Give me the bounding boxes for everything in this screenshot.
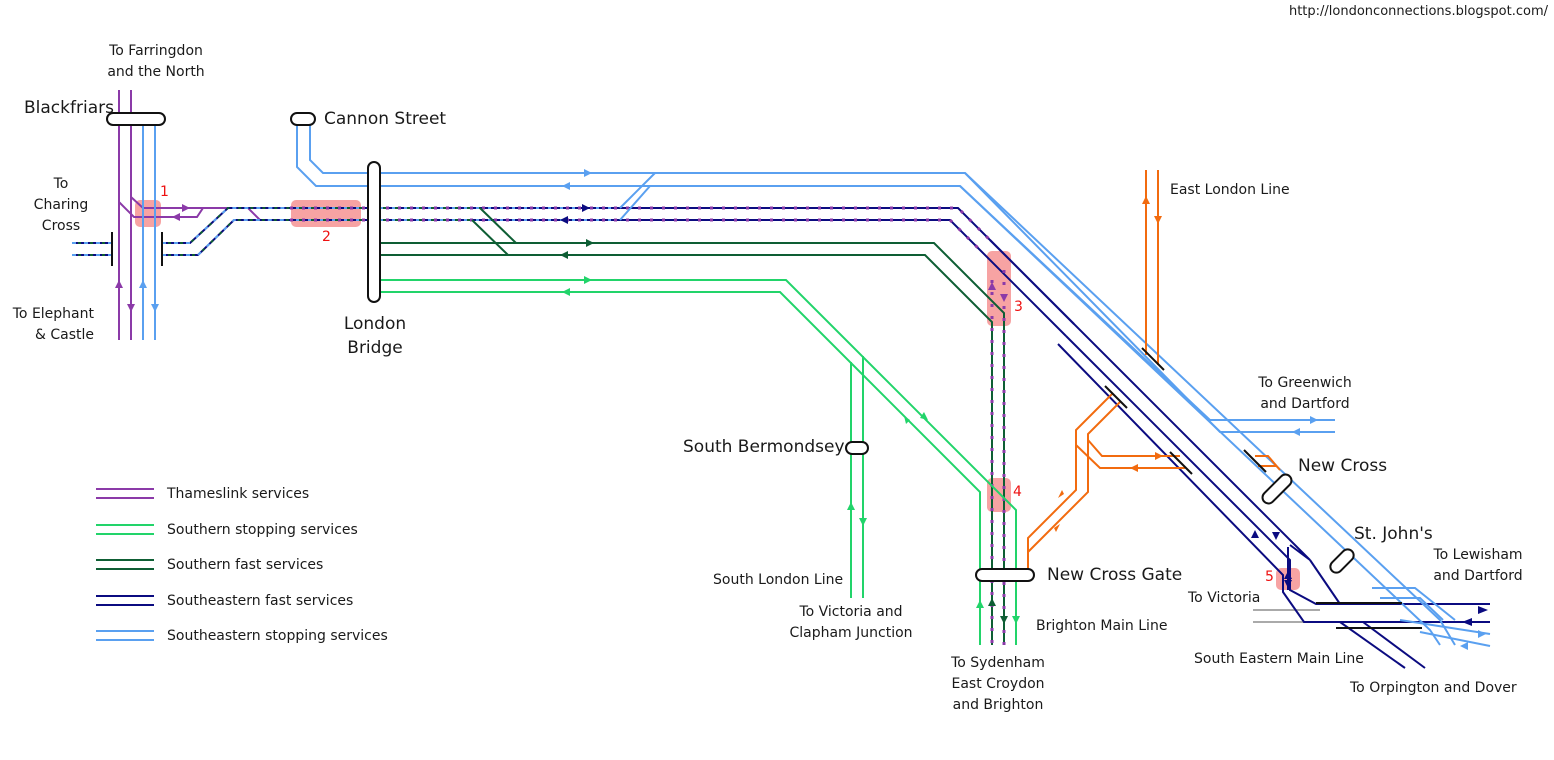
station-st-johns-symbol[interactable] — [1328, 547, 1356, 575]
station-london-bridge-symbol[interactable] — [367, 161, 381, 303]
legend-label: Southern fast services — [167, 557, 324, 573]
thameslink-overlay-south — [990, 270, 1006, 645]
legend-swatch-thameslink — [96, 488, 154, 499]
legend-label: Thameslink services — [167, 486, 310, 502]
dest-orpington-dover: To Orpington and Dover — [1350, 680, 1517, 696]
station-label-london-bridge: London Bridge — [343, 314, 407, 358]
source-url[interactable]: http://londonconnections.blogspot.com/ — [1288, 4, 1548, 19]
conflict-number-4: 4 — [1013, 484, 1022, 500]
dest-elephant-castle: To Elephant & Castle — [12, 306, 94, 343]
conflict-area-2 — [291, 200, 361, 227]
conflict-number-2: 2 — [322, 229, 331, 245]
legend-label: Southeastern stopping services — [167, 628, 388, 644]
station-label-blackfriars: Blackfriars — [24, 98, 114, 118]
se-stopping-tracks — [296, 125, 1491, 647]
dest-victoria-clapham: To Victoria and Clapham Junction — [789, 604, 913, 641]
conflict-number-3: 3 — [1014, 299, 1023, 315]
dest-sydenham-croydon-brighton: To Sydenham East Croydon and Brighton — [951, 655, 1045, 713]
station-label-st-johns: St. John's — [1354, 524, 1433, 544]
station-cannon-street-symbol[interactable] — [290, 112, 316, 126]
station-label-south-bermondsey: South Bermondsey — [683, 437, 845, 457]
blackfriars-se-stopping — [142, 116, 156, 340]
legend-swatch-southern-stopping — [96, 523, 154, 535]
southern-stopping-arrows — [562, 276, 1020, 624]
station-label-cannon-street: Cannon Street — [324, 109, 447, 129]
conflict-number-1: 1 — [160, 184, 169, 200]
dest-charing-cross: To Charing Cross — [33, 176, 89, 234]
other-tracks — [1253, 609, 1320, 623]
dest-victoria-se: To Victoria — [1188, 590, 1261, 606]
dest-brighton-main-line: Brighton Main Line — [1036, 618, 1168, 634]
southern-fast-arrows — [560, 239, 1008, 624]
conflict-area-4 — [987, 478, 1011, 512]
station-label-new-cross-gate: New Cross Gate — [1047, 565, 1183, 585]
dest-lewisham: To Lewisham and Dartford — [1433, 547, 1523, 584]
east-london-arrows — [1054, 196, 1163, 532]
station-south-bermondsey-symbol[interactable] — [845, 441, 869, 455]
conflict-number-5: 5 — [1265, 569, 1274, 585]
southern-stopping-tracks — [380, 279, 1017, 645]
station-new-cross-symbol[interactable] — [1260, 472, 1294, 506]
flyover-bars — [1104, 347, 1422, 629]
station-blackfriars-symbol[interactable] — [106, 112, 166, 126]
legend-swatch-southeastern-fast — [96, 594, 154, 606]
station-new-cross-gate-symbol[interactable] — [975, 568, 1035, 582]
blackfriars-arrows — [115, 204, 190, 312]
east-london-tracks — [1027, 170, 1281, 575]
legend-swatch-southeastern-stopping — [96, 630, 154, 641]
dest-farringdon: To Farringdon and the North — [107, 43, 205, 80]
charing-cross-tracks — [72, 207, 290, 266]
legend-label: Southern stopping services — [167, 521, 358, 538]
southern-fast-tracks — [380, 207, 1005, 645]
se-fast-arrows — [560, 204, 1488, 626]
dest-south-london-line: South London Line — [713, 572, 844, 588]
dest-se-main-line: South Eastern Main Line — [1194, 651, 1364, 667]
dest-east-london-line: East London Line — [1170, 182, 1290, 198]
dest-greenwich: To Greenwich and Dartford — [1258, 375, 1352, 412]
station-label-new-cross: New Cross — [1298, 456, 1388, 476]
stations — [106, 112, 1356, 582]
se-stopping-arrows — [562, 169, 1486, 650]
legend-swatch-southern-fast — [96, 559, 154, 570]
legend-label: Southeastern fast services — [167, 592, 354, 609]
